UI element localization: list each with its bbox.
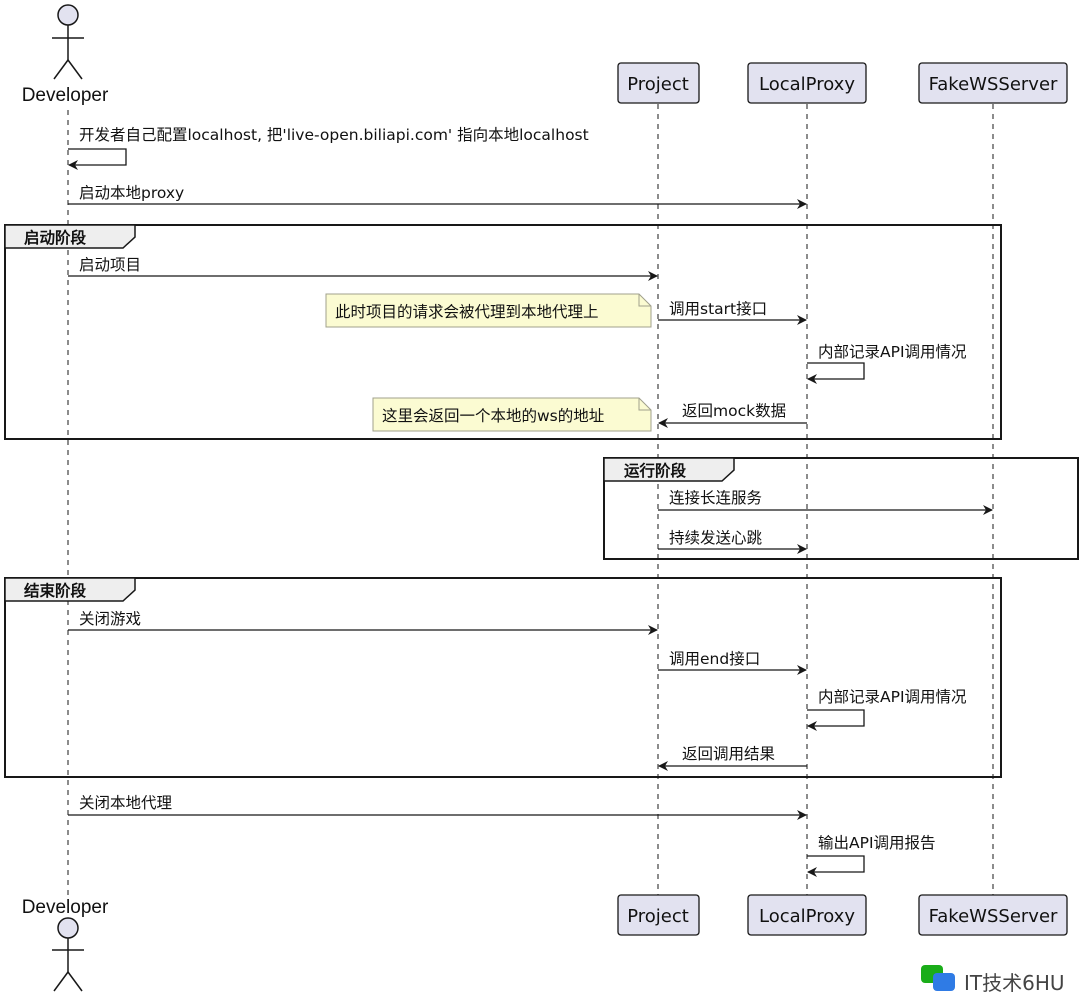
note-proxy: 此时项目的请求会被代理到本地代理上 [325,293,652,328]
participant-label-project: Project [627,906,689,927]
actor-label-developer: Developer [22,897,109,918]
participant-label-localproxy: LocalProxy [759,74,855,95]
participant-label-fakewsserver: FakeWSServer [929,74,1058,95]
participant-fakewsserver-bottom: FakeWSServer [918,894,1068,936]
participant-project-top: Project [617,62,700,104]
message-arrow [68,148,127,170]
actor-developer-bottom: Developer [22,897,109,992]
message-label: 返回mock数据 [682,402,786,420]
participant-localproxy-bottom: LocalProxy [747,894,867,936]
message-arrow [807,709,865,731]
watermark-text: IT技术6HU [964,971,1065,995]
group-title-end: 结束阶段 [23,581,87,600]
note-ws-address: 这里会返回一个本地的ws的地址 [372,397,652,432]
participant-label-localproxy: LocalProxy [759,906,855,927]
note-text: 这里会返回一个本地的ws的地址 [382,407,604,425]
note-text: 此时项目的请求会被代理到本地代理上 [335,303,599,321]
group-frame-end: 结束阶段 [4,577,1002,778]
watermark: IT技术6HU [921,965,1065,995]
message-label: 内部记录API调用情况 [818,343,967,361]
message-label: 启动项目 [79,256,141,274]
message-label: 关闭本地代理 [79,794,172,812]
participant-fakewsserver-top: FakeWSServer [918,62,1068,104]
group-frame-start: 启动阶段 [4,224,1002,440]
message-label: 内部记录API调用情况 [818,688,967,706]
participant-localproxy-top: LocalProxy [747,62,867,104]
participant-label-fakewsserver: FakeWSServer [929,906,1058,927]
message-label: 调用end接口 [669,650,760,668]
participant-project-bottom: Project [617,894,700,936]
participant-label-project: Project [627,74,689,95]
actor-developer-top: Developer [22,4,109,106]
message-label: 返回调用结果 [682,745,775,763]
group-frame-run: 运行阶段 [603,457,1079,560]
group-title-run: 运行阶段 [624,461,687,480]
message-arrow [807,855,865,877]
group-title-start: 启动阶段 [24,228,87,247]
actor-label-developer: Developer [22,85,109,106]
message-label: 关闭游戏 [79,610,141,628]
message-label: 启动本地proxy [79,184,184,202]
message-label: 持续发送心跳 [669,529,763,547]
message-label: 调用start接口 [669,300,767,318]
message-label: 开发者自己配置localhost, 把'live-open.biliapi.co… [79,126,589,144]
wechat-logo-icon [921,965,955,991]
message-arrow [807,362,865,384]
message-label: 连接长连服务 [669,489,762,507]
message-label: 输出API调用报告 [818,834,936,852]
